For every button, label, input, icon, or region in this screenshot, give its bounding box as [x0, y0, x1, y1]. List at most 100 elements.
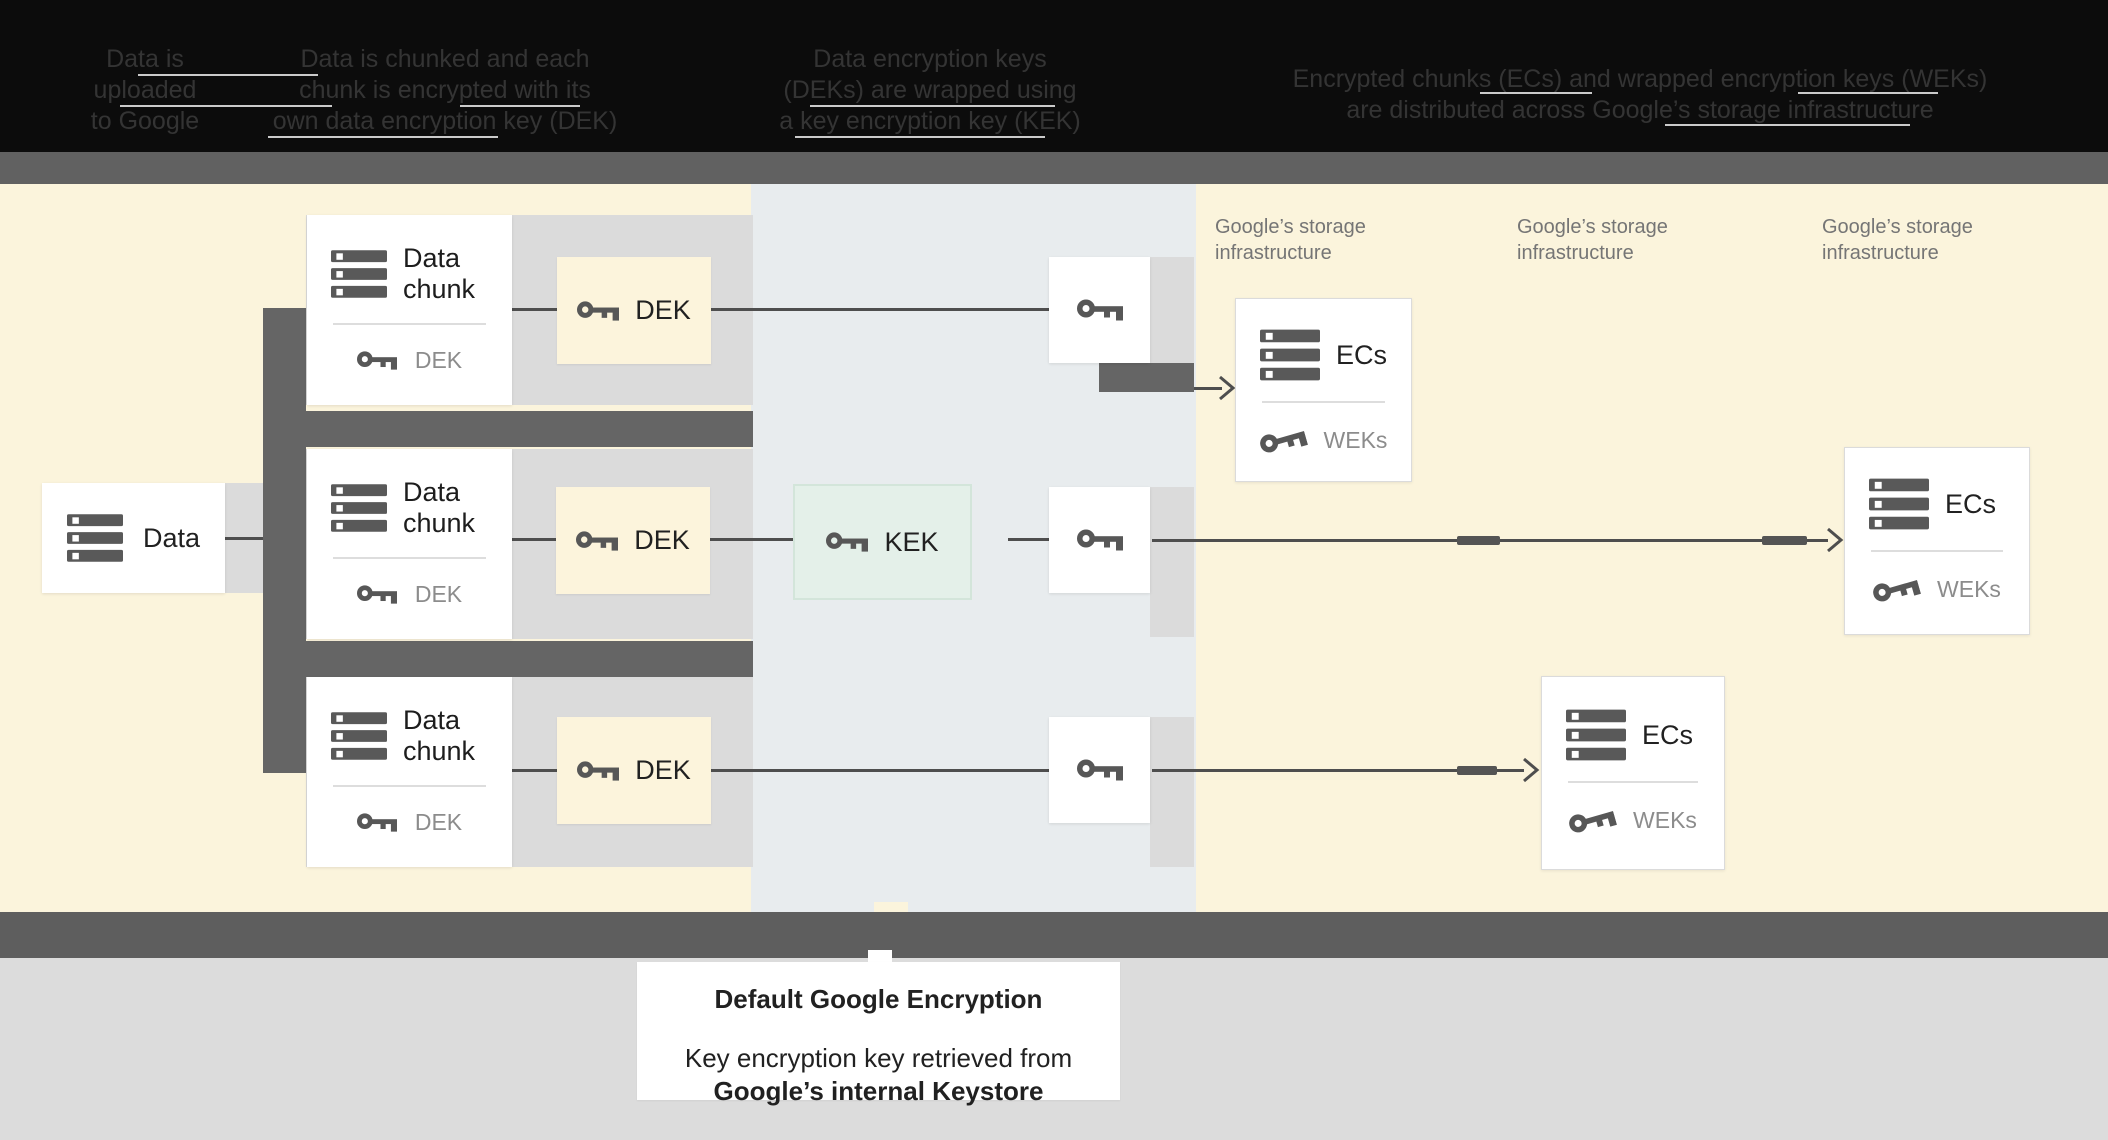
- ecs-key-label: WEKs: [1633, 807, 1697, 833]
- ecs-box: ECs WEKs: [1844, 447, 2030, 635]
- storage-infra-line: infrastructure: [1517, 242, 1634, 264]
- connector-line: [711, 769, 1049, 772]
- dek-label: DEK: [635, 295, 691, 325]
- storage-infra-line: infrastructure: [1822, 242, 1939, 264]
- chunk-title-line: chunk: [403, 508, 476, 538]
- connector-line: [512, 538, 556, 541]
- arrow-head-icon: [1219, 375, 1236, 401]
- wrapped-key-segment: [1457, 536, 1500, 545]
- chunk-title-line: chunk: [403, 736, 476, 766]
- ecs-divider: [1871, 550, 2003, 552]
- chunk-key-label: DEK: [414, 347, 463, 373]
- chunk-divider: [333, 323, 486, 325]
- step-caption-4: Encrypted chunks (ECs) and wrapped encry…: [1280, 64, 2000, 126]
- key-icon: [576, 530, 619, 551]
- top-gray-bar: [0, 152, 2108, 184]
- wrapped-key-segment: [1762, 536, 1807, 545]
- server-icon: [331, 484, 387, 532]
- caption-line: Key encryption key retrieved from: [684, 1043, 1073, 1073]
- hairline: [1798, 92, 1938, 94]
- key-icon: [577, 760, 620, 781]
- connector-line: [710, 538, 793, 541]
- storage-infra-label: Google’s storage infrastructure: [1215, 214, 1485, 266]
- dek-box: DEK: [556, 487, 710, 594]
- connector-horizontal-band: [263, 641, 753, 677]
- ecs-key-label: WEKs: [1937, 576, 2001, 602]
- key-icon: [1076, 759, 1123, 781]
- server-icon: [1260, 329, 1320, 381]
- chunk-title-line: Data: [403, 477, 461, 507]
- hairline: [268, 136, 498, 138]
- storage-infra-line: Google’s storage: [1215, 216, 1366, 238]
- hairline: [460, 105, 580, 107]
- step-line: a key encryption key (KEK): [779, 107, 1081, 135]
- chunk-title-line: Data: [403, 705, 461, 735]
- step-line: chunk is encrypted with its: [299, 76, 591, 104]
- caption-line-bold: Google’s internal Keystore: [713, 1076, 1044, 1106]
- chunk-divider: [333, 785, 486, 787]
- dek-label: DEK: [635, 755, 691, 785]
- connector-line: [512, 769, 557, 772]
- key-icon: [356, 351, 397, 370]
- step-caption-2: Data is chunked and each chunk is encryp…: [260, 44, 630, 137]
- hairline: [1665, 124, 1910, 126]
- server-icon: [331, 250, 387, 298]
- dek-label: DEK: [634, 525, 690, 555]
- server-icon: [66, 514, 123, 562]
- data-box-label: Data: [142, 522, 201, 553]
- key-icon: [826, 532, 869, 552]
- header-band: Data is uploaded to Google Data is chunk…: [0, 0, 2108, 152]
- chunk-title-line: Data: [403, 243, 461, 273]
- caption-connector-notch: [868, 950, 892, 963]
- caption-title: Default Google Encryption: [714, 984, 1043, 1014]
- key-icon: [1076, 299, 1123, 321]
- step-line: own data encryption key (DEK): [272, 107, 618, 135]
- connector-line: [711, 308, 1049, 311]
- step-line: Data encryption keys: [813, 45, 1047, 73]
- step-line: Data is: [106, 45, 184, 73]
- server-icon: [1566, 709, 1626, 761]
- server-icon: [1869, 478, 1929, 530]
- step-line: are distributed across Google’s storage …: [1346, 96, 1934, 124]
- weks-key-icon: [1873, 579, 1922, 601]
- storage-infra-line: Google’s storage: [1517, 216, 1668, 238]
- server-icon: [331, 712, 387, 760]
- ecs-title: ECs: [1642, 719, 1694, 750]
- step-line: uploaded: [93, 76, 197, 104]
- dek-box: DEK: [557, 717, 711, 824]
- ecs-box: ECs WEKs: [1541, 676, 1725, 870]
- cream-notch: [874, 902, 908, 912]
- connector-line: [512, 308, 557, 311]
- key-box-shadow: [1150, 487, 1194, 637]
- kek-box: KEK: [793, 484, 972, 600]
- key-icon: [356, 585, 397, 604]
- step-line: (DEKs) are wrapped using: [783, 76, 1077, 104]
- step-caption-1: Data is uploaded to Google: [30, 44, 260, 137]
- bottom-gray-bar: [0, 912, 2108, 958]
- arrow-line: [1194, 387, 1222, 390]
- ecs-box: ECs WEKs: [1235, 298, 1412, 482]
- key-box: [1049, 257, 1150, 363]
- step-caption-3: Data encryption keys (DEKs) are wrapped …: [740, 44, 1120, 137]
- hairline: [1480, 92, 1592, 94]
- diagram-canvas: Google’s storage infrastructure Google’s…: [0, 184, 2108, 912]
- caption-gap: [637, 1016, 1120, 1042]
- caption-box: Default Google Encryption Key encryption…: [637, 962, 1120, 1106]
- kek-label: KEK: [884, 526, 939, 557]
- ecs-title: ECs: [1336, 339, 1388, 370]
- step-line: to Google: [90, 107, 200, 135]
- ecs-key-label: WEKs: [1323, 427, 1388, 453]
- weks-key-icon: [1569, 810, 1618, 832]
- weks-key-icon: [1259, 430, 1308, 452]
- chunk-key-label: DEK: [414, 581, 463, 607]
- key-box: [1049, 487, 1150, 593]
- storage-infra-line: infrastructure: [1215, 242, 1332, 264]
- data-box: Data: [42, 483, 225, 593]
- key-box: [1049, 717, 1150, 823]
- chunk-key-label: DEK: [414, 809, 463, 835]
- step-line: Data is chunked and each: [300, 45, 590, 73]
